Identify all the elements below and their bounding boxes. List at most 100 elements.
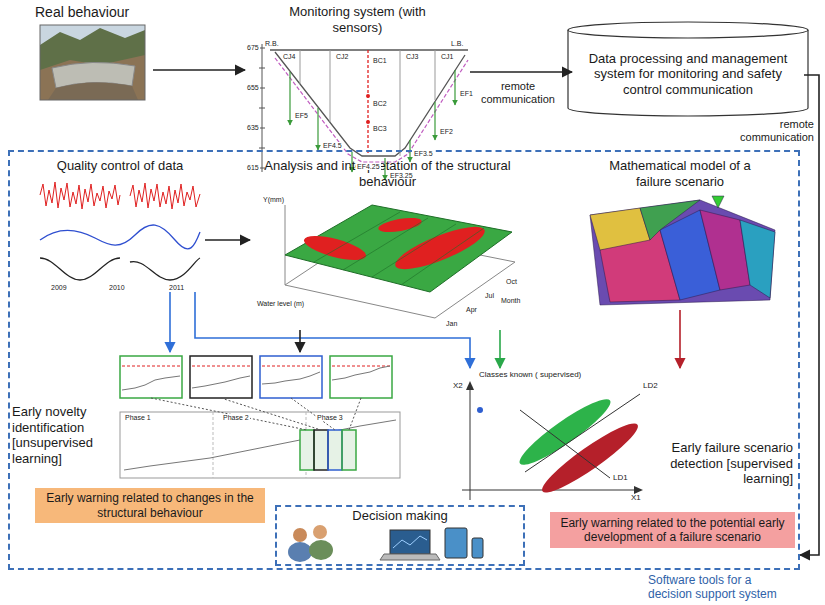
drawing-label: CJ1	[440, 53, 454, 60]
drawing-label: EF2	[439, 128, 454, 135]
dam-photo-part	[40, 25, 145, 100]
panel-title: Early failure scenario detection [superv…	[643, 440, 793, 487]
time-series-charts-part	[130, 183, 200, 209]
dam-section-drawing-part	[259, 48, 265, 49]
drawing-label: EF5	[294, 112, 309, 119]
novelty-charts-part	[262, 372, 320, 384]
novelty-charts	[120, 356, 400, 478]
dam-section-drawing-part	[289, 72, 290, 125]
failure-model-mesh	[590, 196, 775, 305]
photo-panel: Real behaviour	[35, 4, 153, 102]
drawing-label: EF4.25	[356, 163, 381, 170]
novelty-charts-part	[332, 366, 390, 367]
drawing-label: 635	[246, 124, 260, 131]
drawing-label: BC2	[372, 100, 388, 107]
lda-plot-part	[520, 410, 610, 478]
box-text: Early warning related to the potential e…	[554, 516, 791, 545]
surface-plot-part	[285, 205, 286, 285]
dam-section-drawing-part	[275, 58, 468, 162]
dam-section-drawing-part	[259, 108, 265, 109]
novelty-charts-part	[314, 430, 328, 470]
dam-section-drawing-part	[435, 50, 436, 100]
drawing-label: LD1	[612, 474, 629, 482]
decision-icons-part	[380, 554, 440, 560]
decision-icons-part	[472, 538, 483, 558]
database-cylinder-shape	[568, 22, 808, 116]
panel-title: Software tools for a decision support sy…	[648, 573, 798, 602]
panel-title: Early novelty identification [unsupervis…	[12, 404, 114, 466]
connector-arrow	[299, 330, 301, 352]
connector-arrow	[499, 330, 501, 368]
decision-icons-part	[445, 528, 467, 558]
novelty-charts-part	[120, 356, 182, 398]
decision-icons-part	[309, 540, 333, 560]
dam-section-drawing-part	[259, 88, 265, 89]
detection-panel: Early failure scenario detection [superv…	[440, 368, 795, 506]
drawing-label: CJ2	[335, 53, 349, 60]
drawing-label: Phase 3	[316, 414, 344, 421]
novelty-charts-part	[349, 398, 361, 430]
novelty-charts-part	[151, 398, 307, 430]
connector-arrow	[153, 69, 245, 71]
time-series-charts-part	[40, 258, 200, 280]
novelty-charts-part	[328, 430, 342, 470]
drawing-label: EF4.5	[322, 142, 343, 149]
dam-section-drawing-part	[259, 68, 265, 69]
dam-section-drawing-part	[317, 108, 318, 150]
novelty-charts-part	[192, 366, 250, 367]
decision-icons-part	[313, 525, 327, 539]
drawing-label: 2009	[50, 284, 68, 291]
dam-section-drawing-part	[366, 120, 370, 124]
drawing-label: 615	[246, 164, 260, 171]
panel-title: Monitoring system (with sensors)	[285, 4, 430, 35]
novelty-charts-part	[330, 356, 392, 398]
surface-plot-part	[372, 224, 456, 277]
novelty-charts-part	[213, 412, 214, 478]
lda-plot	[462, 381, 644, 500]
drawing-label: CJ4	[282, 53, 296, 60]
surface-plot-part	[285, 205, 512, 292]
drawing-label: BC3	[372, 125, 388, 132]
panel-title: Real behaviour	[35, 4, 153, 21]
warning-box: Early warning related to the potential e…	[550, 512, 795, 548]
drawing-label: X1	[630, 494, 642, 502]
novelty-charts-part	[122, 366, 180, 367]
connector-label: remote communication	[478, 80, 558, 106]
decision-icons-part	[288, 542, 312, 562]
decision-icons-part	[390, 530, 430, 554]
surface-plot-part	[377, 215, 422, 234]
lda-plot-part	[525, 394, 640, 472]
drawing-label: BC1	[372, 57, 388, 64]
connector-arrow	[470, 71, 572, 73]
panel-title: Decision making	[277, 508, 523, 524]
connector-arrow	[169, 292, 171, 352]
drawing-label: Phase 2	[222, 414, 250, 421]
surface-plot-part	[314, 212, 400, 262]
novelty-charts-part	[190, 356, 252, 398]
drawing-label: EF3.25	[389, 172, 414, 179]
surface-plot-part	[343, 218, 428, 270]
drawing-label: EF1	[459, 90, 474, 97]
decision-icons-part	[393, 536, 427, 548]
box-text: Data processing and management system fo…	[582, 51, 794, 98]
model-panel: Mathematical model of a failure scenario	[570, 158, 790, 310]
novelty-charts-part	[192, 376, 250, 388]
failure-model-mesh-part	[590, 200, 775, 305]
novelty-charts-part	[120, 412, 400, 478]
failure-model-mesh-part	[640, 200, 700, 240]
decision-icons-part	[293, 528, 307, 542]
drawing-label: X2	[452, 382, 464, 390]
dam-section-drawing-part	[259, 148, 265, 149]
dam-section-drawing-part	[434, 102, 435, 140]
dam-section-drawing-part	[400, 50, 401, 156]
novelty-charts-part	[122, 376, 180, 390]
novelty-charts-part	[262, 366, 320, 367]
lda-plot-part	[477, 407, 483, 413]
surface-plot	[285, 205, 515, 318]
box-text: Early warning related to changes in the …	[39, 491, 261, 520]
dam-section-drawing-part	[259, 128, 265, 129]
panel-title: Quality control of data	[35, 158, 205, 174]
drawing-label: Y(mm)	[262, 196, 285, 203]
drawing-label: CJ3	[405, 53, 419, 60]
novelty-charts-part	[342, 430, 356, 470]
